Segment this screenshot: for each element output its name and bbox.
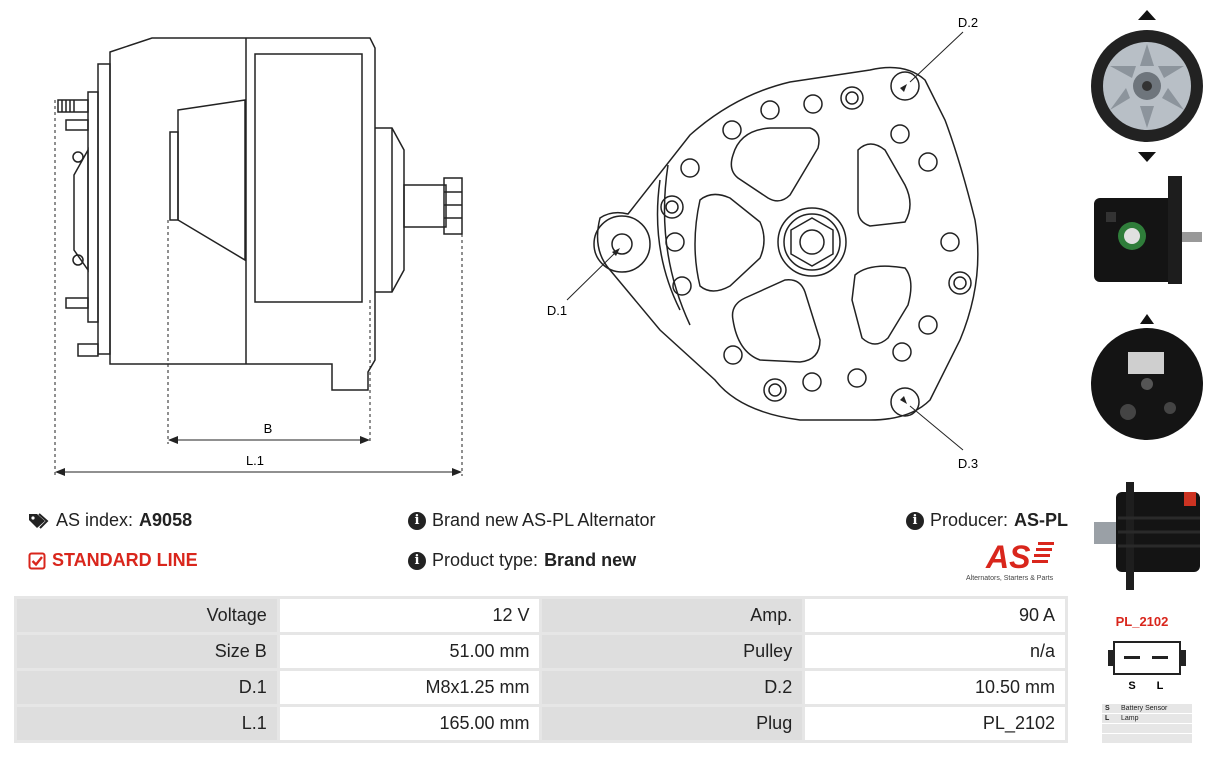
spec-value: PL_2102: [805, 707, 1065, 740]
pin-label-l: L: [1157, 680, 1164, 692]
producer-label: Producer:: [930, 510, 1009, 530]
spec-label: L.1: [17, 707, 277, 740]
as-index: AS index: A9058: [28, 510, 192, 531]
spec-label: Voltage: [17, 599, 277, 632]
spec-value: M8x1.25 mm: [279, 671, 540, 704]
legend-row: [1102, 724, 1192, 733]
dim-label-d1: D.1: [547, 303, 567, 318]
table-row: D.1 M8x1.25 mm D.2 10.50 mm: [17, 671, 1065, 704]
producer-value: AS-PL: [1014, 510, 1069, 530]
description-text: Brand new AS-PL Alternator: [432, 510, 656, 530]
side-view-drawing: B L.1: [54, 37, 463, 476]
photo-front-fan[interactable]: [1088, 6, 1206, 166]
spec-value: 90 A: [805, 599, 1065, 632]
table-row: Size B 51.00 mm Pulley n/a: [17, 635, 1065, 668]
dim-label-d3: D.3: [958, 456, 978, 471]
spec-value: 165.00 mm: [279, 707, 540, 740]
dim-label-b: B: [264, 421, 273, 436]
spec-table: Voltage 12 V Amp. 90 A Size B 51.00 mm P…: [14, 596, 1068, 743]
as-index-label: AS index:: [56, 510, 134, 530]
legend-row: [1102, 734, 1192, 743]
spec-label: Pulley: [542, 635, 803, 668]
info-icon: i: [408, 511, 426, 530]
as-pl-logo: AS Alternators, Starters & Parts: [966, 539, 1054, 582]
logo-tagline: Alternators, Starters & Parts: [966, 575, 1054, 582]
info-icon: i: [408, 551, 426, 570]
dim-label-d2: D.2: [958, 15, 978, 30]
checkbox-checked-icon: [28, 552, 46, 569]
producer: i Producer: AS-PL: [906, 510, 1068, 531]
spec-value: 51.00 mm: [279, 635, 540, 668]
product-type-label: Product type:: [432, 550, 539, 570]
svg-text:AS: AS: [985, 539, 1031, 575]
product-type: i Product type: Brand new: [408, 550, 636, 571]
table-row: Voltage 12 V Amp. 90 A: [17, 599, 1065, 632]
spec-value: 10.50 mm: [805, 671, 1065, 704]
photo-side-pulley[interactable]: [1088, 468, 1206, 596]
plug-connector-diagram: S L: [1108, 641, 1186, 692]
as-index-value: A9058: [139, 510, 193, 530]
dim-label-l1: L.1: [246, 453, 264, 468]
standard-line-label: STANDARD LINE: [52, 550, 198, 570]
standard-line-badge: STANDARD LINE: [28, 550, 198, 571]
photo-side-regulator[interactable]: [1088, 172, 1206, 290]
spec-value: 12 V: [279, 599, 540, 632]
pin-label-s: S: [1128, 680, 1135, 692]
tag-icon: [29, 512, 49, 529]
photo-rear-view[interactable]: [1088, 312, 1206, 452]
plug-title: PL_2102: [1115, 614, 1169, 629]
spec-label: Amp.: [542, 599, 803, 632]
table-row: L.1 165.00 mm Plug PL_2102: [17, 707, 1065, 740]
product-type-value: Brand new: [544, 550, 637, 570]
spec-label: Plug: [542, 707, 803, 740]
description: i Brand new AS-PL Alternator: [408, 510, 655, 531]
spec-value: n/a: [805, 635, 1065, 668]
spec-label: D.1: [17, 671, 277, 704]
spec-label: D.2: [542, 671, 803, 704]
front-view-drawing: D.1 D.2 D.3: [547, 15, 979, 471]
spec-label: Size B: [17, 635, 277, 668]
info-icon: i: [906, 511, 924, 530]
